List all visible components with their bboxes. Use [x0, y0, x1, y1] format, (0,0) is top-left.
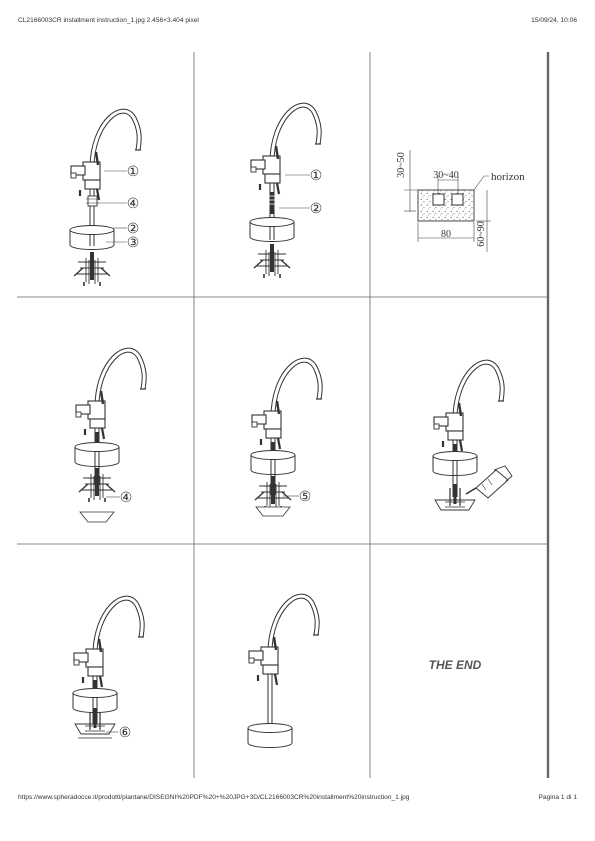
callout-1: ① [127, 165, 140, 180]
dimension-30-40: 30~40 [433, 170, 458, 181]
callout-1b: ① [310, 169, 323, 184]
page-number: Pagina 1 di 1 [538, 794, 578, 801]
step-6-illustration [433, 362, 513, 512]
horizon-label: horizon [491, 171, 525, 183]
step-7-illustration: ⑥ [73, 598, 144, 741]
print-datetime: 15/09/24, 10:06 [531, 17, 577, 24]
step-5-illustration: ⑤ [251, 360, 322, 517]
panel-grid [17, 52, 550, 778]
dimension-60-90: 60~90 [476, 221, 487, 246]
the-end-label: THE END [429, 658, 482, 672]
dimension-80: 80 [441, 229, 451, 240]
callout-6: ⑥ [119, 726, 132, 741]
step-8-illustration [248, 596, 319, 748]
source-url: https://www.spheradocce.it/prodotti/pian… [18, 794, 410, 801]
drill-icon [465, 465, 513, 499]
dimension-30-50: 30~50 [396, 152, 407, 177]
step-2-illustration: ① ② [250, 105, 323, 280]
callout-5: ⑤ [299, 490, 312, 505]
step-4-illustration: ④ [75, 350, 146, 523]
callout-2b: ② [310, 202, 323, 217]
step-1-illustration: ① ④ ② ③ [70, 111, 141, 288]
callout-4: ④ [127, 197, 140, 212]
callout-4b: ④ [120, 491, 133, 506]
callout-2: ② [127, 222, 140, 237]
callout-3: ③ [127, 236, 140, 251]
browser-print-title: CL2166003CR installment instruction_1.jp… [18, 17, 199, 24]
dimension-drawing: 30~50 30~40 horizon 80 60~90 [396, 150, 525, 252]
